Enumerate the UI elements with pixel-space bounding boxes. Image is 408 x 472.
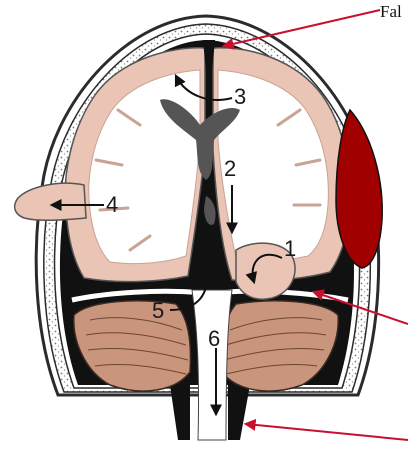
epidural-hematoma <box>336 110 382 268</box>
label-3: 3 <box>234 84 246 109</box>
label-1: 1 <box>284 236 296 261</box>
label-6: 6 <box>208 326 220 351</box>
label-2: 2 <box>224 156 236 181</box>
label-5: 5 <box>152 298 164 323</box>
falx-label: Fal <box>380 2 402 21</box>
brainstem <box>192 290 232 440</box>
label-4: 4 <box>106 192 118 217</box>
foramen-pointer <box>246 424 408 440</box>
transcalvarial-lobe <box>15 183 86 220</box>
